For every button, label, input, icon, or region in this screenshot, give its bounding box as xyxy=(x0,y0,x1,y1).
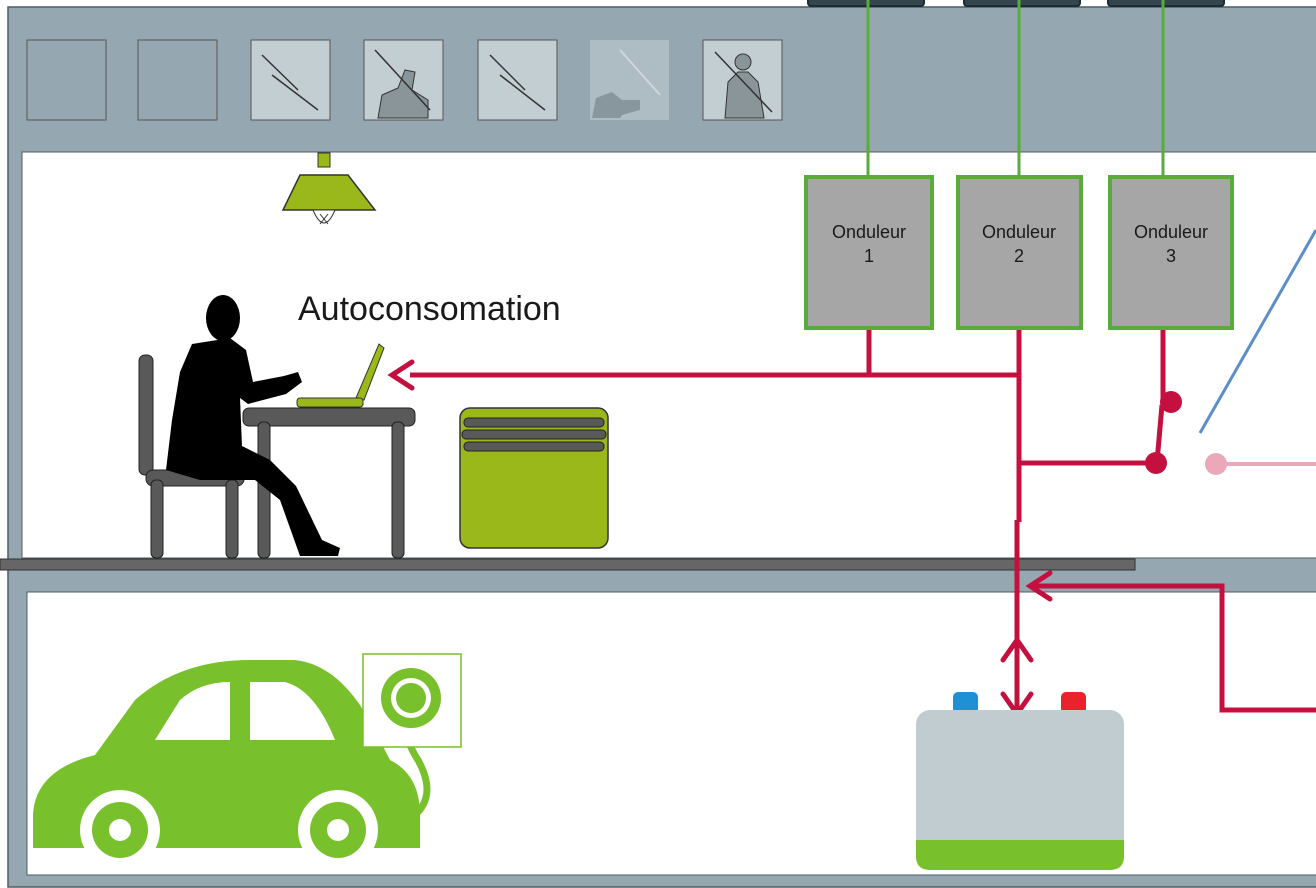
roof-window-icon xyxy=(363,39,444,121)
arrow-up xyxy=(1000,635,1034,663)
solar-dc-lines xyxy=(866,0,1165,176)
ceiling-lamp-icon xyxy=(281,152,377,225)
ac-power-lines xyxy=(410,330,1316,713)
autoconsommation-label: Autoconsomation xyxy=(298,290,561,328)
roof-window-icon xyxy=(702,39,783,121)
floor-slab xyxy=(0,558,1136,571)
roof-window-icon xyxy=(26,39,107,121)
solar-panel xyxy=(963,0,1081,7)
person-at-laptop-icon xyxy=(138,295,416,559)
roof-window-icon xyxy=(250,39,331,121)
roof-window-icon xyxy=(590,40,669,120)
roof-window-icon xyxy=(137,39,218,121)
solar-panel xyxy=(807,0,925,7)
water-heater-icon xyxy=(916,692,1124,870)
radiator-icon xyxy=(459,407,609,549)
inverter-label-line1: Onduleur xyxy=(832,222,906,242)
inverter-label-line2: 2 xyxy=(1014,246,1024,266)
arrow-to-laptop xyxy=(387,359,415,391)
inverter-3: Onduleur 3 xyxy=(1108,175,1234,330)
arrow-from-grid xyxy=(1025,570,1053,602)
electric-car-icon xyxy=(33,660,420,870)
inverter-1: Onduleur 1 xyxy=(804,175,934,330)
power-outlet-icon xyxy=(362,653,462,748)
roof-windows xyxy=(26,39,783,121)
solar-panel xyxy=(1107,0,1225,7)
inverter-label-line2: 1 xyxy=(864,246,874,266)
inverter-label-line1: Onduleur xyxy=(982,222,1056,242)
inverter-label-line2: 3 xyxy=(1166,246,1176,266)
inverter-2: Onduleur 2 xyxy=(956,175,1083,330)
inverter-label-line1: Onduleur xyxy=(1134,222,1208,242)
switch-icon xyxy=(1145,229,1316,475)
roof-window-icon xyxy=(477,39,558,121)
solar-panels xyxy=(807,0,1225,7)
